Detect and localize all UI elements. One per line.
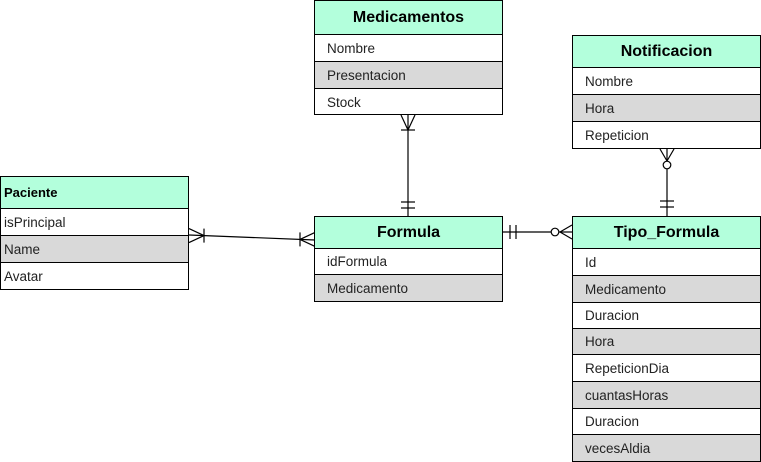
field-row[interactable]: Nombre	[315, 35, 502, 62]
field-row[interactable]: Duracion	[573, 303, 760, 329]
field-row[interactable]: Hora	[573, 95, 760, 122]
field-row[interactable]: Nombre	[573, 68, 760, 95]
entity-title: Tipo_Formula	[573, 217, 760, 249]
field-row[interactable]: Medicamento	[315, 275, 502, 301]
field-row[interactable]: Repeticion	[585, 127, 649, 143]
field-row[interactable]: Id	[573, 249, 760, 276]
rel-notificacion-tipo-formula	[659, 148, 675, 216]
rel-formula-tipo-formula	[503, 224, 573, 240]
field-row[interactable]: Hora	[573, 329, 760, 355]
field-row[interactable]: RepeticionDia	[573, 355, 760, 382]
field-row[interactable]: isPrincipal	[1, 209, 188, 236]
entity-title: Paciente	[1, 177, 188, 209]
entity-paciente[interactable]: Paciente isPrincipal Name Avatar	[0, 176, 189, 290]
entity-title: Medicamentos	[315, 1, 502, 35]
field-row[interactable]: Duracion	[573, 409, 760, 435]
field-row[interactable]: Stock	[327, 95, 361, 110]
field-row[interactable]: idFormula	[315, 249, 502, 275]
entity-notificacion[interactable]: Notificacion Nombre Hora Repeticion	[572, 35, 761, 149]
entity-formula[interactable]: Formula idFormula Medicamento	[314, 216, 503, 302]
field-row[interactable]: cuantasHoras	[573, 382, 760, 409]
field-row[interactable]: Presentacion	[315, 62, 502, 89]
rel-medicamentos-formula	[400, 114, 416, 217]
field-row[interactable]: Avatar	[4, 268, 43, 284]
entity-tipo-formula[interactable]: Tipo_Formula Id Medicamento Duracion Hor…	[572, 216, 761, 462]
field-row[interactable]: Medicamento	[573, 276, 760, 303]
rel-paciente-formula	[188, 228, 316, 247]
entity-medicamentos[interactable]: Medicamentos Nombre Presentacion Stock	[314, 0, 503, 115]
entity-title: Formula	[315, 217, 502, 249]
field-row[interactable]: Name	[1, 236, 188, 263]
field-row[interactable]: vecesAldia	[573, 435, 760, 461]
entity-title: Notificacion	[573, 36, 760, 68]
